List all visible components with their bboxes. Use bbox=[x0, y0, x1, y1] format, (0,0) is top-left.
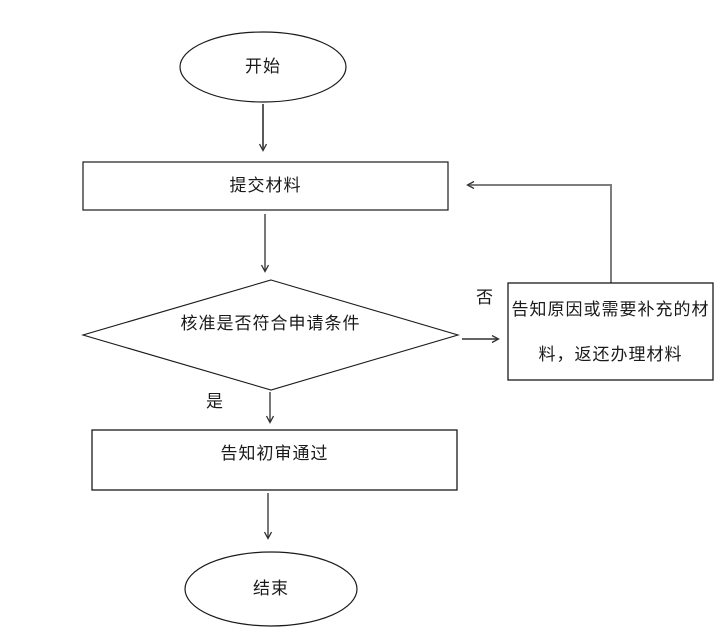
submit-node-label: 提交材料 bbox=[229, 175, 302, 195]
start-node-label: 开始 bbox=[245, 56, 281, 76]
decision-diamond bbox=[81, 279, 460, 391]
decision-node-label: 核准是否符合申请条件 bbox=[180, 313, 361, 333]
start-ellipse bbox=[179, 31, 347, 103]
end-node-label: 结束 bbox=[253, 578, 289, 598]
pass-node-label: 告知初审通过 bbox=[220, 443, 329, 463]
pass-rect bbox=[91, 429, 458, 491]
edge-label-no: 否 bbox=[476, 287, 494, 307]
reject-node-label: 告知原因或需要补充的材 料，返还办理材料 bbox=[508, 283, 713, 380]
edge-label-yes: 是 bbox=[206, 391, 224, 411]
connector-reject-feedback-to-submit-arrow bbox=[468, 185, 612, 283]
submit-rect bbox=[82, 161, 449, 211]
reject-node-label-line2: 料，返还办理材料 bbox=[538, 344, 683, 364]
end-ellipse bbox=[184, 551, 358, 627]
reject-rect bbox=[507, 282, 714, 381]
reject-node-label-line1: 告知原因或需要补充的材 bbox=[511, 299, 710, 319]
